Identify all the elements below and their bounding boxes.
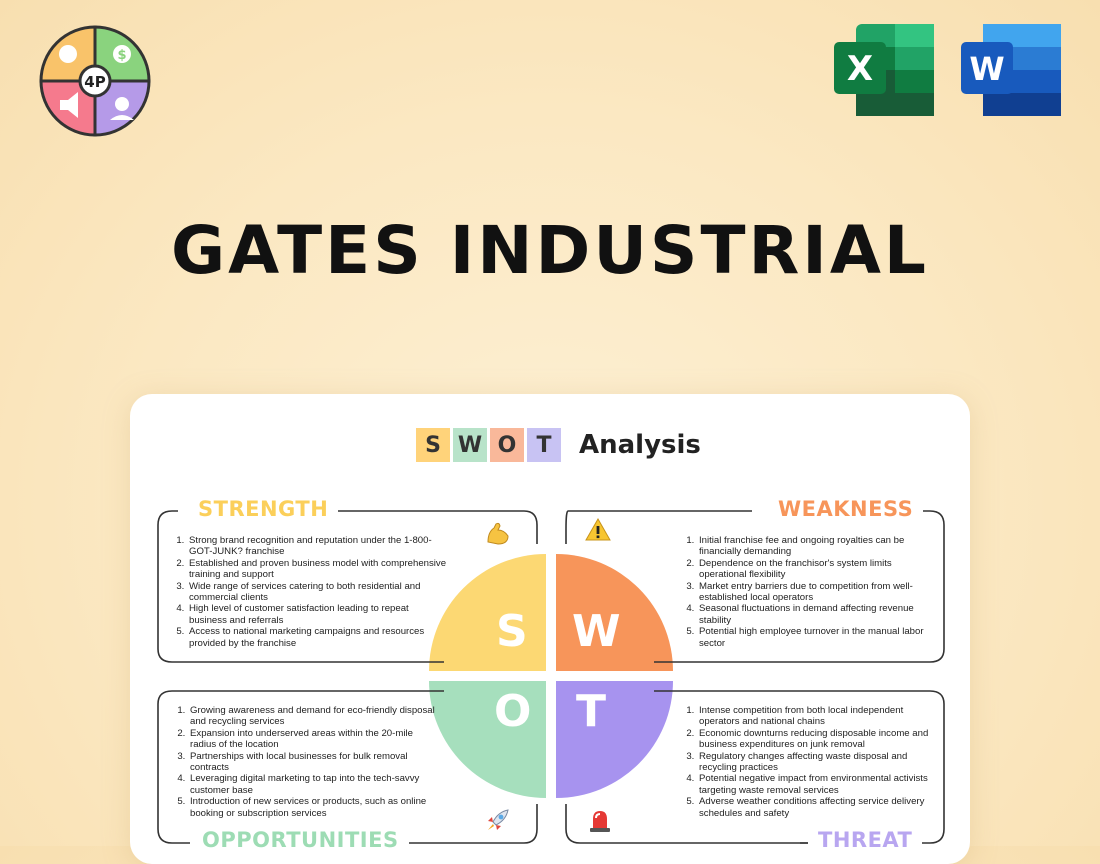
quadrant-w bbox=[556, 554, 673, 671]
warning-icon bbox=[585, 517, 611, 541]
quadrant-s bbox=[429, 554, 546, 671]
threat-label: THREAT bbox=[808, 828, 923, 852]
list-item: High level of customer satisfaction lead… bbox=[187, 603, 449, 626]
list-item: Wide range of services catering to both … bbox=[187, 581, 449, 604]
swot-circle bbox=[157, 510, 945, 844]
quadrant-letter-w: W bbox=[572, 606, 621, 657]
quadrant-t bbox=[556, 681, 673, 798]
strength-label: STRENGTH bbox=[188, 497, 339, 521]
list-item: Leveraging digital marketing to tap into… bbox=[188, 773, 438, 796]
opportunities-label: OPPORTUNITIES bbox=[192, 828, 409, 852]
tile-t: T bbox=[527, 428, 561, 462]
threat-list: Intense competition from both local inde… bbox=[669, 705, 942, 819]
list-item: Introduction of new services or products… bbox=[188, 796, 438, 819]
list-item: Potential negative impact from environme… bbox=[697, 773, 942, 796]
list-item: Intense competition from both local inde… bbox=[697, 705, 942, 728]
list-item: Adverse weather conditions affecting ser… bbox=[697, 796, 942, 819]
list-item: Strong brand recognition and reputation … bbox=[187, 535, 449, 558]
list-item: Seasonal fluctuations in demand affectin… bbox=[697, 603, 937, 626]
list-item: Established and proven business model wi… bbox=[187, 558, 449, 581]
swot-card: S W O T Analysis S W O T STRENGTH WEAKNE… bbox=[130, 394, 970, 864]
list-item: Access to national marketing campaigns a… bbox=[187, 626, 449, 649]
quadrant-letter-o: O bbox=[494, 686, 532, 737]
strength-list: Strong brand recognition and reputation … bbox=[159, 535, 449, 649]
logo-text: 4P bbox=[84, 73, 105, 91]
weakness-list: Initial franchise fee and ongoing royalt… bbox=[669, 535, 937, 649]
list-item: Economic downturns reducing disposable i… bbox=[697, 728, 942, 751]
list-item: Potential high employee turnover in the … bbox=[697, 626, 937, 649]
list-item: Initial franchise fee and ongoing royalt… bbox=[697, 535, 937, 558]
tile-o: O bbox=[490, 428, 524, 462]
siren-icon bbox=[590, 811, 610, 832]
excel-icon: X bbox=[834, 24, 934, 116]
list-item: Market entry barriers due to competition… bbox=[697, 581, 937, 604]
svg-text:W: W bbox=[969, 50, 1004, 88]
swot-header: S W O T Analysis bbox=[416, 428, 701, 462]
list-item: Regulatory changes affecting waste dispo… bbox=[697, 751, 942, 774]
list-item: Partnerships with local businesses for b… bbox=[188, 751, 438, 774]
opportunities-list: Growing awareness and demand for eco-fri… bbox=[160, 705, 438, 819]
page-title: GATES INDUSTRIAL bbox=[171, 212, 929, 289]
tile-w: W bbox=[453, 428, 487, 462]
swot-header-label: Analysis bbox=[579, 430, 701, 460]
quadrant-o bbox=[429, 681, 546, 798]
list-item: Dependence on the franchisor's system li… bbox=[697, 558, 937, 581]
svg-text:$: $ bbox=[117, 48, 126, 63]
rocket-icon bbox=[488, 809, 509, 830]
quadrant-letter-t: T bbox=[576, 686, 607, 737]
quadrant-letter-s: S bbox=[496, 606, 528, 657]
tile-s: S bbox=[416, 428, 450, 462]
weakness-label: WEAKNESS bbox=[768, 497, 924, 521]
4p-logo: $ 4P bbox=[39, 25, 151, 137]
flexed-biceps-icon bbox=[487, 522, 509, 545]
word-icon: W bbox=[961, 24, 1061, 116]
svg-text:X: X bbox=[847, 49, 873, 89]
list-item: Expansion into underserved areas within … bbox=[188, 728, 438, 751]
list-item: Growing awareness and demand for eco-fri… bbox=[188, 705, 438, 728]
